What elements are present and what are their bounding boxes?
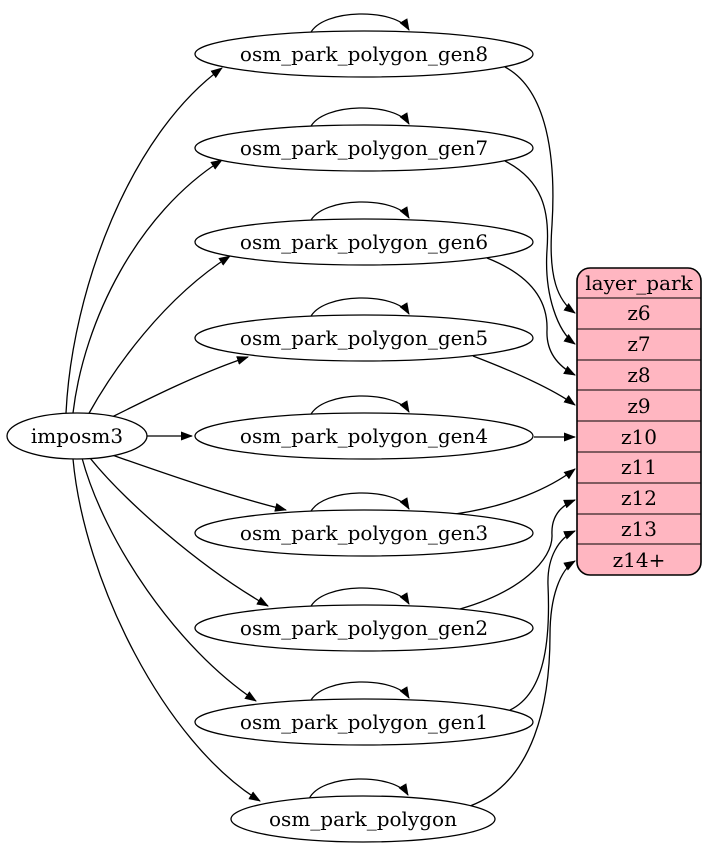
gen8-label: osm_park_polygon_gen8 (240, 42, 488, 66)
node-osm-park-polygon-gen5: osm_park_polygon_gen5 (194, 314, 534, 362)
layer-row-z11: z11 (621, 455, 657, 479)
node-osm-park-polygon-gen4: osm_park_polygon_gen4 (194, 412, 534, 460)
edge-imposm3-to-gen6 (87, 255, 231, 416)
node-osm-park-polygon: osm_park_polygon (230, 795, 496, 843)
gen8-ellipse (194, 30, 534, 78)
self-loop-gen4 (309, 395, 410, 417)
imposm3-label: imposm3 (31, 424, 123, 448)
self-loop-gen3 (309, 492, 410, 514)
node-osm-park-polygon-gen1: osm_park_polygon_gen1 (194, 698, 534, 746)
node-osm-park-polygon-gen2: osm_park_polygon_gen2 (194, 604, 534, 652)
layer-row-z14: z14+ (613, 548, 666, 572)
edge-imposm3-to-polygon (72, 458, 261, 802)
node-osm-park-polygon-gen6: osm_park_polygon_gen6 (194, 218, 534, 266)
edge-imposm3-to-gen8 (65, 67, 223, 414)
gen1-label: osm_park_polygon_gen1 (240, 710, 488, 734)
gen5-ellipse (194, 314, 534, 362)
edge-gen3-to-z11 (454, 468, 576, 515)
node-osm-park-polygon-gen7: osm_park_polygon_gen7 (194, 124, 534, 172)
node-osm-park-polygon-gen8: osm_park_polygon_gen8 (194, 30, 534, 78)
self-loop-gen7 (309, 107, 410, 129)
gen1-ellipse (194, 698, 534, 746)
self-loop-gen5 (309, 297, 410, 319)
layer-row-z10: z10 (621, 425, 657, 449)
edges-from-imposm3 (65, 67, 287, 802)
gen4-ellipse (194, 412, 534, 460)
polygon-label: osm_park_polygon (269, 807, 457, 831)
layer-row-z13: z13 (621, 517, 657, 541)
gen6-ellipse (194, 218, 534, 266)
gen7-ellipse (194, 124, 534, 172)
polygon-ellipse (230, 795, 496, 843)
node-osm-park-polygon-gen3: osm_park_polygon_gen3 (194, 509, 534, 557)
layer-row-z7: z7 (627, 332, 650, 356)
edge-gen1-to-z13 (509, 530, 576, 711)
gen3-label: osm_park_polygon_gen3 (240, 521, 488, 545)
self-loop-gen8 (309, 13, 410, 35)
node-layer-park: layer_park z6 z7 z8 z9 z10 z11 z12 z13 z… (576, 267, 702, 576)
self-loop-gen1 (309, 681, 410, 703)
self-loop-polygon (308, 778, 409, 800)
layer-row-z9: z9 (627, 394, 650, 418)
gen4-label: osm_park_polygon_gen4 (240, 424, 488, 448)
layer-row-z6: z6 (627, 301, 650, 325)
gen5-label: osm_park_polygon_gen5 (240, 326, 488, 350)
gen2-label: osm_park_polygon_gen2 (240, 616, 488, 640)
layer-row-z12: z12 (621, 486, 657, 510)
self-loop-gen6 (309, 201, 410, 223)
gen2-ellipse (194, 604, 534, 652)
self-loops (308, 13, 410, 800)
edge-gen7-to-z7 (504, 160, 576, 345)
layer-row-z8: z8 (627, 363, 650, 387)
edge-imposm3-to-gen5 (111, 356, 249, 418)
edge-gen5-to-z9 (472, 355, 576, 406)
edges-to-layer (454, 66, 576, 807)
edge-gen2-to-z12 (459, 499, 576, 610)
edge-imposm3-to-gen2 (89, 457, 269, 607)
edge-polygon-to-z14 (469, 560, 576, 807)
self-loop-gen2 (309, 587, 410, 609)
edge-gen6-to-z8 (486, 257, 576, 376)
gen6-label: osm_park_polygon_gen6 (240, 230, 488, 254)
edge-imposm3-to-gen1 (81, 457, 257, 702)
node-imposm3: imposm3 (6, 412, 148, 460)
edge-imposm3-to-gen7 (72, 159, 223, 414)
gen7-label: osm_park_polygon_gen7 (240, 136, 488, 160)
layer-park-title: layer_park (585, 271, 693, 295)
gen3-ellipse (194, 509, 534, 557)
edge-imposm3-to-gen3 (111, 454, 287, 512)
imposm3-ellipse (6, 412, 148, 460)
edge-gen8-to-z6 (504, 66, 576, 314)
